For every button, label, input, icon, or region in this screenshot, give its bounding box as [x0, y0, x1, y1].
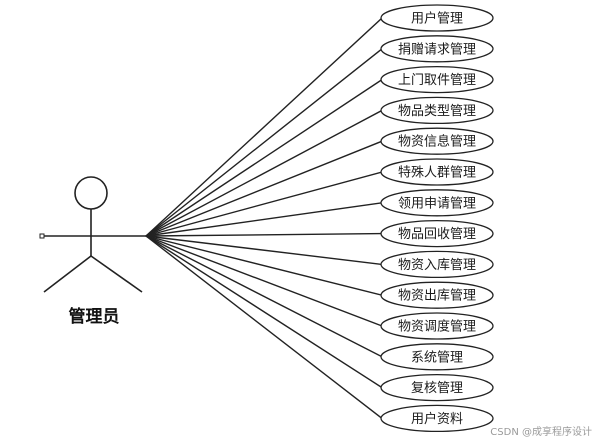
actor-left-leg: [43, 255, 92, 293]
actor-head: [74, 176, 108, 210]
use-case-label: 物资信息管理: [398, 134, 476, 150]
association-lines: [145, 17, 383, 419]
use-case-ellipse: [380, 373, 494, 402]
association-line: [145, 109, 383, 237]
use-case-ellipse: [380, 281, 494, 309]
use-case-ellipse: [380, 343, 494, 371]
association-line: [145, 140, 383, 237]
actor-label: 管理员: [69, 306, 120, 327]
use-case-ellipse: [380, 158, 494, 186]
use-case-ellipse: [380, 189, 494, 217]
use-case-label: 物品类型管理: [398, 104, 476, 119]
association-line: [145, 235, 383, 389]
use-case: 复核管理: [380, 373, 494, 402]
association-line: [145, 17, 383, 237]
use-case-label: 物资入库管理: [398, 257, 476, 273]
association-line: [145, 235, 383, 327]
use-case: 物品类型管理: [380, 96, 494, 125]
use-case: 捐赠请求管理: [380, 35, 494, 63]
association-line: [145, 235, 383, 419]
use-case: 物资信息管理: [380, 127, 494, 155]
use-case: 物资入库管理: [380, 250, 494, 279]
use-case: 用户资料: [380, 404, 494, 433]
use-case: 物资调度管理: [380, 312, 494, 340]
actor-arm-end: [39, 233, 45, 239]
use-case-ellipse: [380, 127, 494, 155]
association-line: [145, 171, 383, 237]
use-case: 上门取件管理: [380, 65, 494, 94]
use-case-label: 用户资料: [411, 411, 463, 427]
use-case-ellipse: [380, 404, 494, 433]
association-line: [145, 235, 383, 266]
use-case-label: 领用申请管理: [398, 196, 476, 211]
use-case: 用户管理: [380, 4, 494, 32]
use-case: 特殊人群管理: [380, 158, 494, 186]
association-line: [145, 232, 383, 237]
actor-admin: 管理员: [39, 176, 146, 327]
use-case-ellipse: [380, 35, 494, 63]
use-case-label: 复核管理: [411, 381, 463, 396]
use-case-label: 物资调度管理: [398, 319, 476, 335]
association-line: [145, 48, 383, 237]
use-case: 物资出库管理: [380, 281, 494, 309]
use-case-ellipse: [380, 219, 494, 248]
watermark: CSDN @成享程序设计: [490, 427, 592, 438]
association-line: [145, 235, 383, 358]
actor-right-leg: [90, 255, 143, 293]
use-case-label: 物资出库管理: [398, 288, 476, 304]
use-case-ellipse: [380, 65, 494, 94]
association-line: [145, 202, 383, 237]
use-case-label: 上门取件管理: [398, 73, 476, 88]
use-case-list: 用户管理捐赠请求管理上门取件管理物品类型管理物资信息管理特殊人群管理领用申请管理…: [380, 4, 494, 433]
use-case: 物品回收管理: [380, 219, 494, 248]
use-case-label: 捐赠请求管理: [398, 42, 476, 57]
use-case-label: 系统管理: [411, 350, 463, 365]
use-case-label: 用户管理: [411, 11, 463, 27]
use-case-ellipse: [380, 96, 494, 125]
use-case-label: 物品回收管理: [398, 227, 476, 242]
use-case-ellipse: [380, 312, 494, 340]
association-line: [145, 235, 383, 296]
association-line: [145, 79, 383, 237]
use-case: 领用申请管理: [380, 189, 494, 217]
use-case-label: 特殊人群管理: [398, 166, 476, 181]
use-case-ellipse: [380, 250, 494, 279]
use-case-ellipse: [380, 4, 494, 32]
use-case: 系统管理: [380, 343, 494, 371]
